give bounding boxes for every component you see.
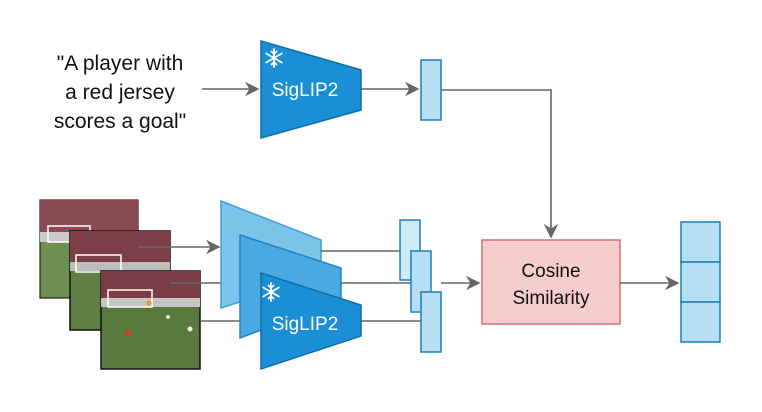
video-frame-3 — [100, 270, 201, 370]
text-encoder: SigLIP2 — [260, 40, 362, 139]
image-encoder-front — [260, 271, 362, 371]
text-query-line-3: scores a goal" — [54, 110, 186, 133]
cosine-similarity-box: Cosine Similarity — [481, 239, 621, 325]
text-query-line-2: a red jersey — [65, 81, 175, 104]
text-encoder-label: SigLIP2 — [272, 80, 339, 101]
frame-embeddings — [399, 219, 442, 353]
score-cell-3 — [680, 301, 721, 343]
snowflake-icon — [265, 48, 283, 68]
score-cell-1 — [680, 221, 721, 263]
frame-embedding-3 — [420, 291, 442, 353]
image-encoder-label: SigLIP2 — [272, 314, 339, 335]
similarity-label-line-2: Similarity — [512, 288, 590, 309]
text-query-line-1: "A player with — [57, 52, 184, 75]
similarity-label-line-1: Cosine — [521, 261, 580, 282]
text-encoder-shape — [260, 40, 362, 139]
score-cell-2 — [680, 261, 721, 303]
snowflake-icon — [262, 282, 280, 302]
arrow-text-embedding-to-similarity — [441, 89, 559, 239]
text-embedding — [420, 59, 442, 121]
video-frames — [39, 199, 201, 370]
text-query: "A player with a red jersey scores a goa… — [54, 52, 186, 133]
image-encoder-stack: SigLIP2 — [220, 199, 362, 371]
similarity-scores — [680, 221, 721, 343]
